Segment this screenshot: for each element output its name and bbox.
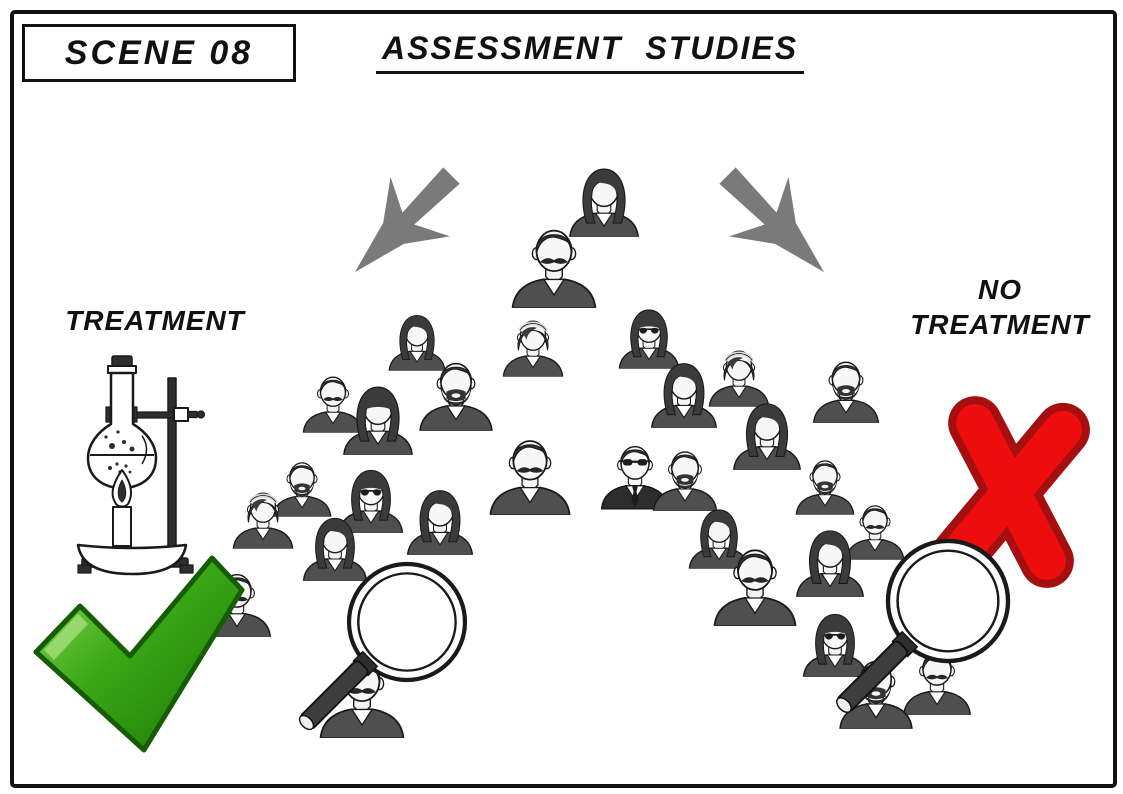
cross-icon [932,396,1090,588]
person-man-beard [273,463,331,517]
person-man-beard [814,362,879,422]
checkmark-icon [33,555,245,753]
person-man-mustache [846,506,904,560]
treatment-label: TREATMENT [65,305,245,336]
person-woman-long-hair [389,315,445,370]
person-woman-long-hair [408,491,473,555]
down-left-arrow-icon [325,145,482,302]
person-man-mustache [513,231,596,308]
down-right-arrow-icon [697,145,854,302]
no-treatment-line1: NO [978,274,1022,305]
page-title: ASSESSMENT STUDIES [330,30,850,74]
person-man-mustache [904,653,971,715]
person-woman-sunglasses [619,310,678,369]
no-treatment-line2: TREATMENT [910,309,1090,340]
person-man-mustache [321,661,404,738]
person-man-mustache [490,441,569,515]
crowd-of-people [204,169,971,738]
person-man-beard [420,364,492,431]
person-woman-long-hair [652,364,717,428]
flask-burner-icon [76,355,206,576]
person-woman-long-hair [570,169,638,237]
person-man-mustache [303,377,362,432]
person-woman-headband [503,321,562,376]
scene-label: SCENE 08 [64,33,254,72]
no-treatment-label: NO TREATMENT [890,272,1110,342]
person-woman-sunglasses [340,470,403,532]
person-woman-headband [709,351,768,406]
person-woman-sunglasses [804,614,867,676]
scene-label-box: SCENE 08 [22,24,296,82]
person-woman-long-hair [734,404,801,470]
person-man-beard [796,461,854,515]
person-woman-long-hair [797,531,864,597]
person-man-beard [654,452,717,511]
scene-border [10,10,1117,788]
